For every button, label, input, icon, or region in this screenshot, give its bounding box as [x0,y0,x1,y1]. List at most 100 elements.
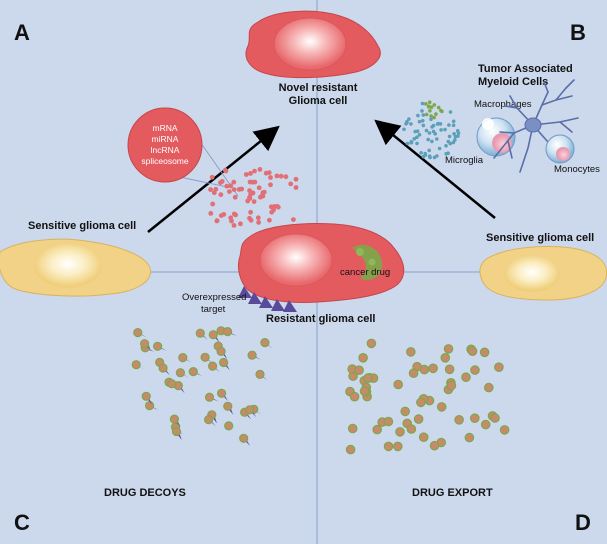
drug-decoy [216,346,228,360]
drug-decoy-head [219,357,229,368]
microglia-dot [412,137,417,141]
drug-decoy-cluster [131,326,273,446]
drug-decoy [175,368,189,378]
vesicle-dot [268,182,273,188]
microglia-dot [430,125,434,129]
rna-item-mrna: mRNA [152,123,177,133]
vesicle-dot [222,167,228,173]
microglia-dot [419,151,423,155]
drug-decoy-head [158,363,168,373]
drug-export-dot [443,344,454,354]
microglia-dot [434,112,438,116]
microglia-dot [429,117,433,122]
drug-export-dot [405,347,416,357]
drug-decoy [224,421,237,432]
microglia-dot [448,141,453,146]
drug-decoy [239,433,251,446]
microglia-dot [428,155,432,160]
vesicle-dot [231,223,237,228]
microglia-dot [420,109,424,113]
drug-export-dot [470,365,480,375]
drug-decoy-tail [208,412,217,424]
microglia-dot [423,151,428,156]
microglia-dot [432,103,437,107]
microglia-dot [447,123,451,127]
cancer-drug-label: cancer drug [340,267,390,278]
microglia-dot [440,109,444,114]
drug-decoy-head [131,360,141,370]
microglia-dot [443,127,447,132]
drug-decoy [208,330,220,343]
microglia-dot [436,121,441,126]
microglia-label: Microglia [445,155,484,166]
tam-label-line1: Tumor Associated [478,63,573,75]
drug-export-dot [469,413,480,423]
drug-decoy [158,363,170,376]
microglia-dot [427,148,432,153]
monocytes-label: Monocytes [554,164,600,175]
drug-decoy [219,357,230,371]
drug-decoy-tail [133,362,145,371]
vesicle-dot [250,179,255,185]
microglia-dot [435,137,439,141]
vesicle-dot [238,221,243,227]
drug-export-dot [392,441,403,452]
overexpressed-label-line2: target [201,304,226,315]
drug-decoy [200,352,213,364]
drug-decoy [178,353,192,363]
drug-export-dot [354,365,364,375]
sensitive-right-label: Sensitive glioma cell [486,232,594,244]
microglia-dot [451,123,456,128]
microglia-dot [431,129,436,134]
vesicle-dot [252,168,257,174]
quadrant-label-b: B [570,20,586,45]
microglia-dot [435,154,439,158]
microglia-dot [451,119,456,124]
vesicle-dot [210,201,216,207]
drug-decoy-head [247,350,257,360]
drug-decoy-head [216,346,226,356]
vesicle-dot [278,173,284,179]
microglia-dot [447,134,452,139]
drug-decoy-head [208,361,218,371]
drug-export-dot [464,432,475,443]
drug-decoy-head [245,405,255,415]
sensitive-right-nucleus [504,256,560,292]
drug-decoy [204,392,219,402]
arrow-right-to-novel [374,119,496,219]
drug-decoy-head [223,401,233,411]
overexpressed-label-line1: Overexpressed [182,292,246,303]
drug-decoy-head [255,369,265,379]
drug-export-dot [499,425,510,435]
drug-export-dot [349,391,360,402]
novel-cell-label-line2: Glioma cell [289,95,348,107]
monocyte-ball [545,134,575,164]
microglia-dot-cluster [402,100,461,160]
drug-export-dot [363,373,373,383]
microglia-dot [452,132,456,136]
microglia-dot [429,114,433,118]
vesicle-dot [231,179,237,185]
drug-export-dot [406,424,417,434]
microglia-dot [427,100,432,104]
microglia-dot [456,134,460,138]
microglia-dot [407,117,411,121]
novel-cell-label-line1: Novel resistant [279,82,358,94]
microglia-dot [420,101,425,106]
drug-export-dot [444,364,455,375]
macrophage-ball [476,117,516,157]
microglia-dot [444,152,449,156]
vesicle-dot [248,209,254,215]
quadrant-label-a: A [14,20,30,45]
drug-decoy [208,361,221,373]
vesicle-dot [243,172,249,177]
vesicle-dot [224,183,230,189]
microglia-dot [451,140,456,145]
microglia-dot [424,128,429,133]
drug-export-dot [408,368,419,378]
drug-export-dot [480,419,491,430]
microglia-dot [421,123,426,128]
rna-item-mirna: miRNA [152,134,179,144]
drug-decoy-head [223,327,233,337]
sensitive-glioma-cell-left [0,238,151,297]
